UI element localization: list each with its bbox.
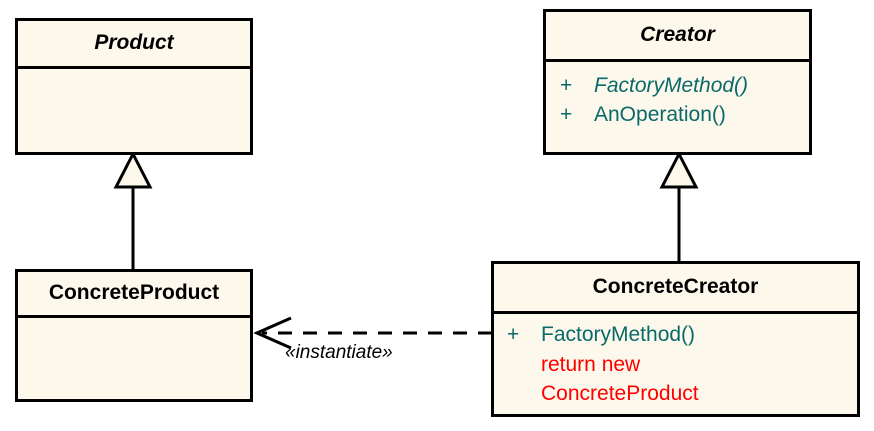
code-line: ConcreteProduct (541, 382, 699, 405)
code-line: return new (541, 353, 641, 376)
members-compartment-concretecreator: + FactoryMethod() return new ConcretePro… (494, 314, 857, 408)
member-visibility: + (560, 74, 573, 97)
dependency-stereotype-label: «instantiate» (285, 342, 393, 363)
class-box-concretecreator[interactable]: ConcreteCreator + FactoryMethod() return… (491, 261, 860, 417)
compartment-divider (18, 315, 250, 318)
member-row: + AnOperation() (560, 100, 809, 129)
compartment-divider (494, 311, 857, 314)
member-visibility: + (560, 103, 573, 126)
dependency-instantiate (253, 316, 492, 350)
generalization-arrowhead-left (113, 150, 153, 189)
members-compartment-creator: + FactoryMethod() + AnOperation() (546, 62, 809, 129)
member-name: AnOperation() (594, 103, 726, 126)
generalization-concreteproduct-to-product (113, 150, 153, 270)
compartment-divider (546, 59, 809, 62)
class-name-creator: Creator (640, 23, 715, 46)
class-name-concretecreator: ConcreteCreator (592, 275, 759, 298)
member-visibility: + (507, 323, 520, 346)
member-name: FactoryMethod() (594, 74, 749, 97)
generalization-concretecreator-to-creator (659, 150, 699, 262)
class-box-creator[interactable]: Creator + FactoryMethod() + AnOperation(… (543, 9, 812, 155)
member-row: + FactoryMethod() (560, 71, 809, 100)
class-name-concreteproduct: ConcreteProduct (48, 281, 220, 304)
member-name: FactoryMethod() (541, 323, 696, 346)
class-name-product: Product (94, 31, 174, 54)
generalization-arrowhead-right (659, 150, 699, 189)
dependency-open-arrowhead (253, 316, 292, 350)
class-box-product[interactable]: Product (15, 18, 253, 155)
compartment-divider (18, 66, 250, 69)
class-box-concreteproduct[interactable]: ConcreteProduct (15, 269, 253, 402)
member-row: + FactoryMethod() (507, 320, 857, 350)
